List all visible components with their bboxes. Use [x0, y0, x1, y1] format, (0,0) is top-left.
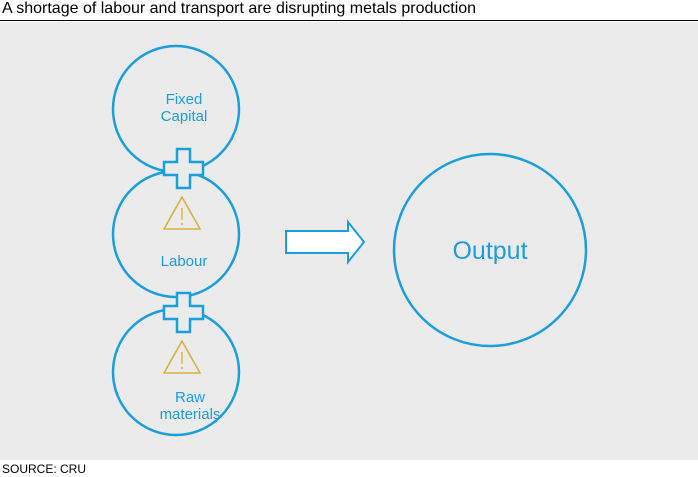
plus-icon: [162, 291, 205, 334]
labour-circle: [111, 169, 241, 299]
source-note: SOURCE: CRU: [2, 462, 87, 476]
output-label: Output: [452, 237, 527, 265]
title-divider: [0, 20, 698, 21]
fixed-capital-label-line1: Fixed: [166, 91, 203, 108]
raw-materials-warning-icon: [163, 340, 201, 374]
arrow-right-icon: [285, 219, 366, 265]
raw-materials-label-line1: Raw: [175, 389, 205, 406]
diagram-canvas: Fixed Capital Labour Raw materials Outpu…: [111, 44, 588, 437]
raw-materials-label-line2: materials: [160, 406, 221, 423]
plus-icon: [162, 147, 205, 190]
output-circle: [392, 152, 588, 348]
diagram-panel: Fixed Capital Labour Raw materials Outpu…: [0, 22, 698, 460]
labour-warning-icon: [163, 196, 201, 230]
chart-title: A shortage of labour and transport are d…: [2, 0, 477, 17]
fixed-capital-label-line2: Capital: [161, 108, 208, 125]
labour-label: Labour: [161, 253, 208, 270]
